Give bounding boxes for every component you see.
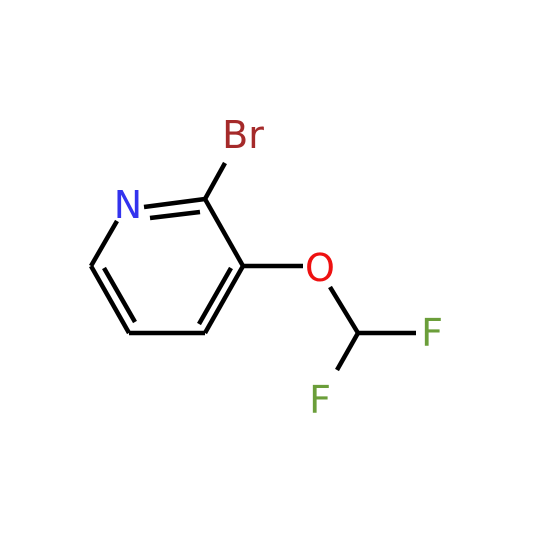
atom-label-o: O: [305, 246, 335, 290]
bond-o-c: [328, 285, 360, 335]
atom-label-f1: F: [421, 311, 443, 355]
atom-label-br: Br: [222, 113, 264, 157]
bond-n-c2-inner: [149, 209, 201, 221]
bond-n-c2: [143, 196, 206, 210]
atom-label-f2: F: [309, 378, 331, 422]
bond-c2-c3: [203, 197, 245, 268]
bond-c-f2: [335, 331, 360, 372]
bond-c3-c4-inner: [197, 266, 233, 326]
atom-label-n: N: [114, 183, 142, 227]
bond-c3-c4: [203, 264, 245, 335]
bond-c2-br: [203, 161, 227, 201]
bond-c6-n: [89, 219, 119, 268]
bond-c5-c6-inner: [102, 266, 137, 324]
bond-c5-c6: [89, 264, 131, 335]
